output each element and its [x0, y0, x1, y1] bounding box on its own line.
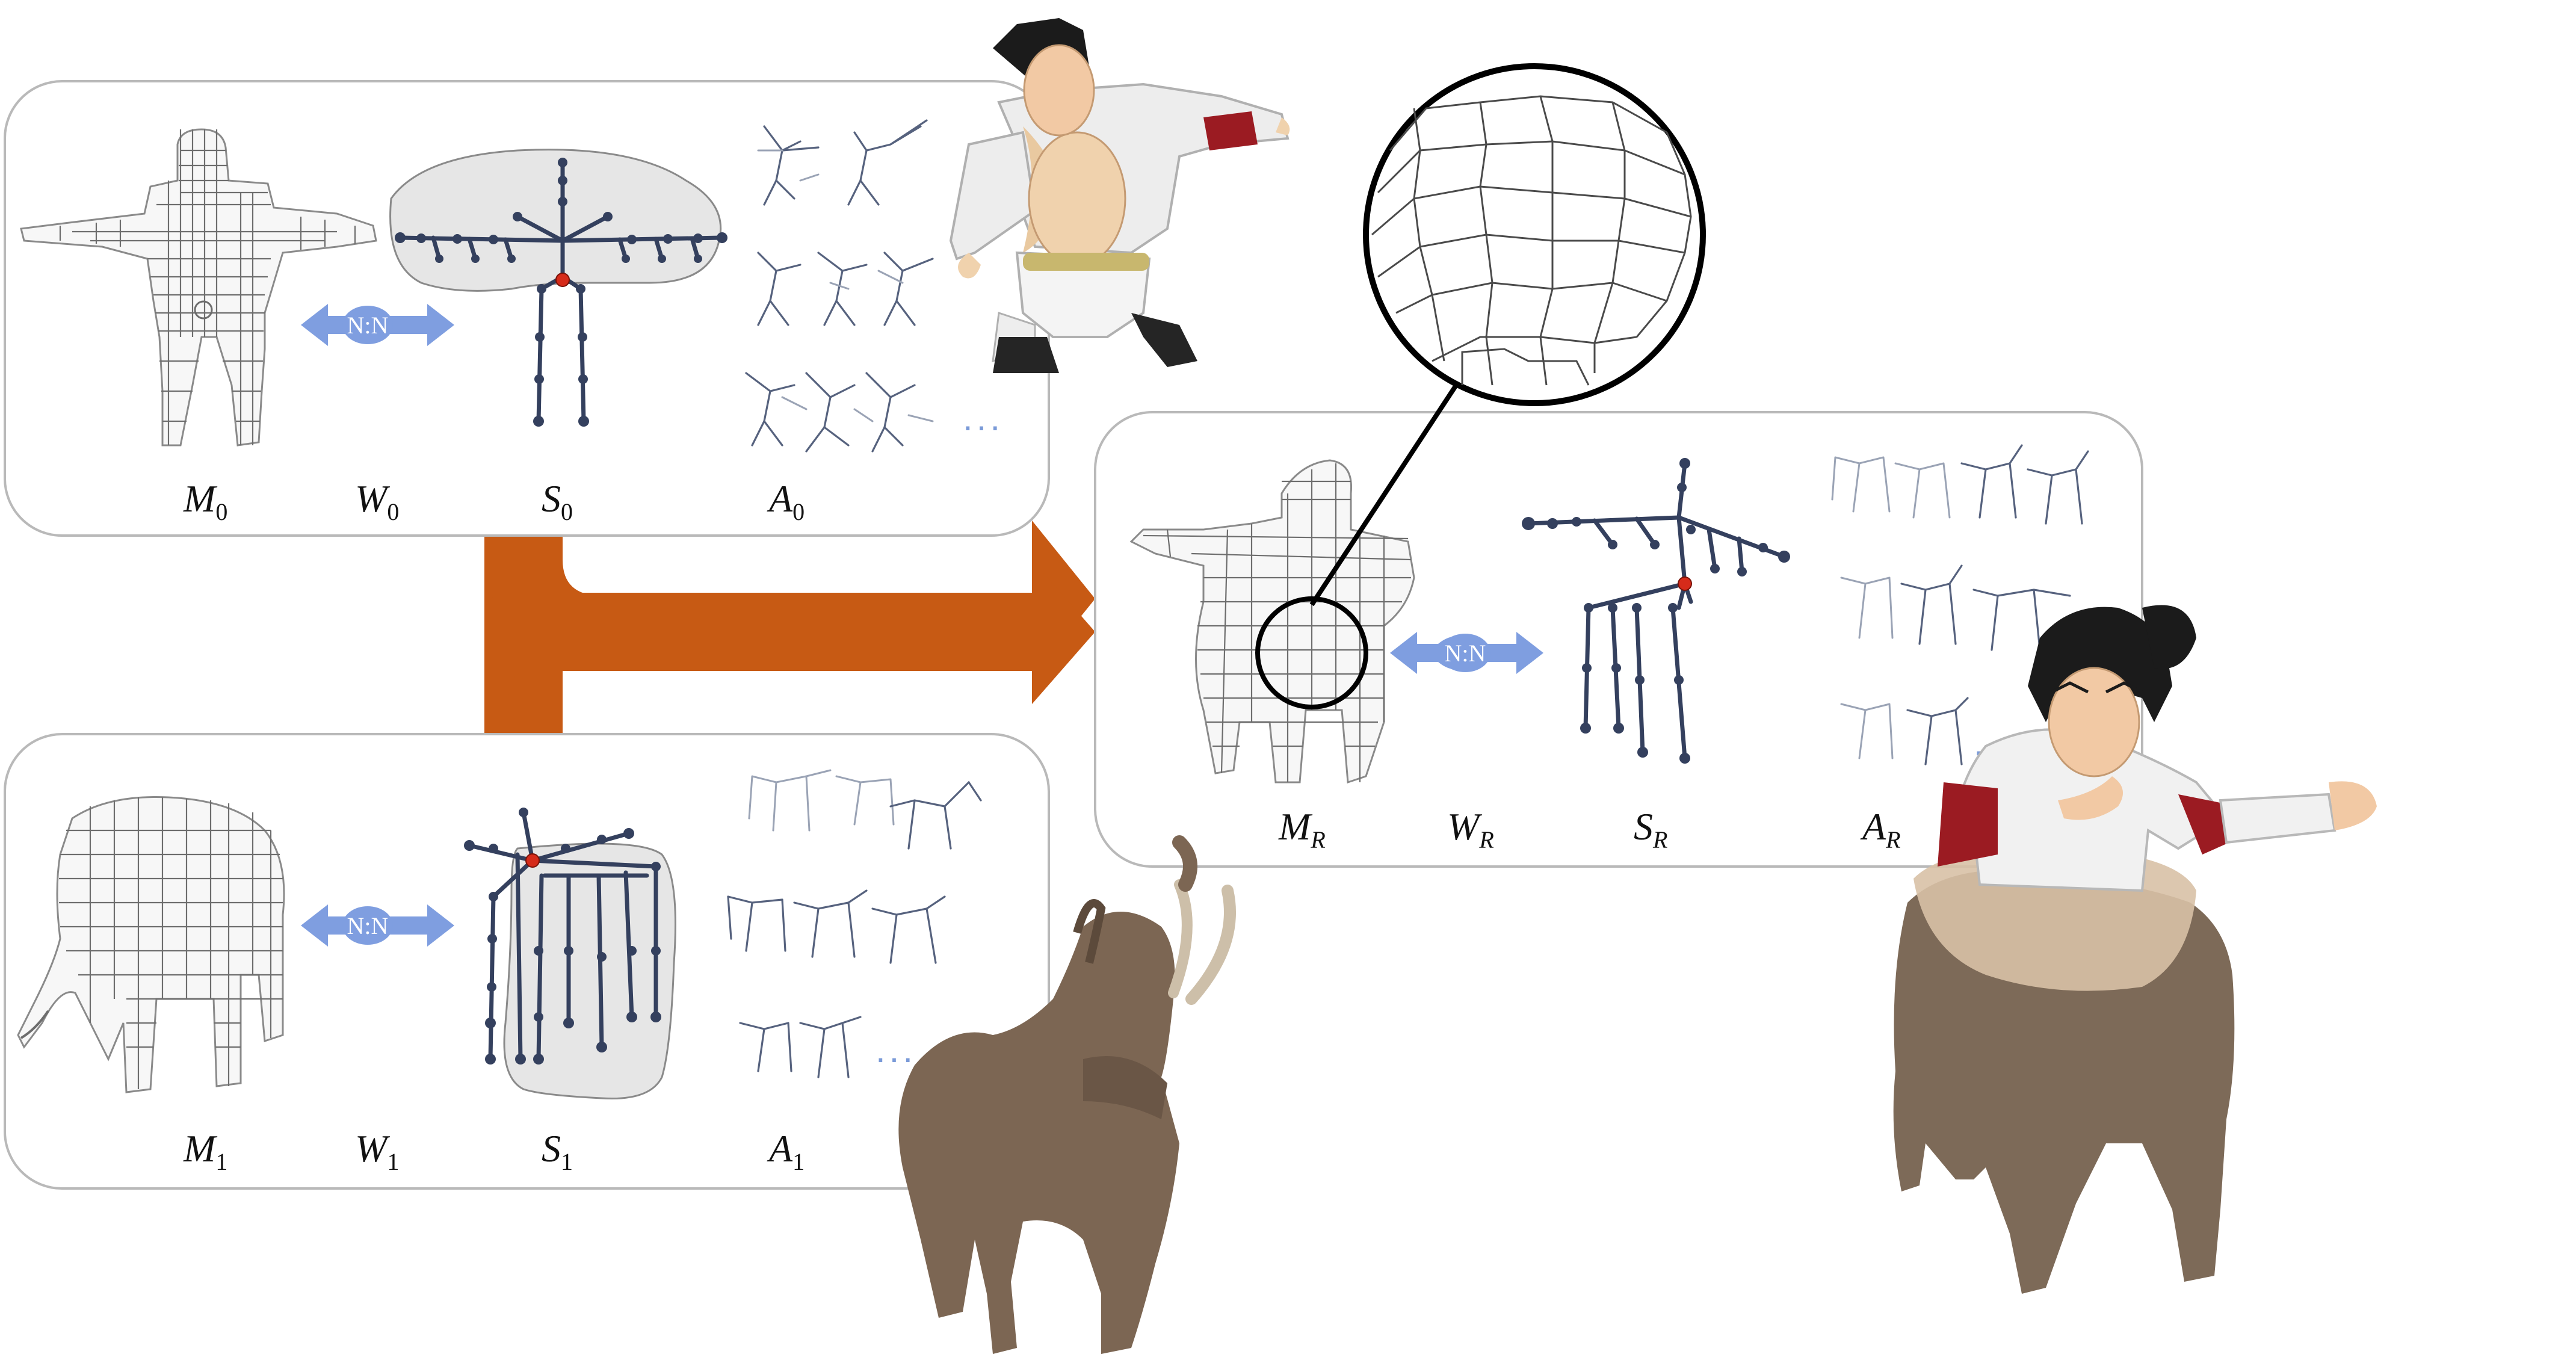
result-panel: N:N	[1094, 63, 2143, 868]
mesh-m0-wireframe	[20, 128, 377, 447]
elephant-render	[898, 835, 1236, 1354]
svg-text:S0: S0	[542, 477, 573, 525]
skeleton-s0	[389, 149, 727, 427]
svg-text:A0: A0	[767, 477, 805, 525]
labels-row-r: MR WR SR AR	[1278, 805, 1901, 853]
labels-row-1: M1 W1 S1 A1	[183, 1127, 805, 1175]
mesh-m1-wireframe	[17, 796, 285, 1093]
svg-text:M1: M1	[183, 1127, 227, 1175]
svg-text:MR: MR	[1278, 805, 1326, 853]
more-animations-0: ...	[963, 398, 1004, 438]
animations-a0: ...	[745, 119, 1004, 453]
merge-arrow-icon	[484, 521, 1095, 746]
mesh-mr-wireframe	[1129, 459, 1415, 784]
svg-text:SR: SR	[1634, 805, 1667, 853]
animations-a1: ...	[727, 769, 982, 1078]
svg-text:W1: W1	[355, 1127, 399, 1175]
svg-text:WR: WR	[1447, 805, 1494, 853]
svg-text:A1: A1	[767, 1127, 805, 1175]
svg-text:S1: S1	[542, 1127, 573, 1175]
source-panel-0: N:N	[4, 80, 1050, 537]
weights-w1-mapping: N:N	[301, 904, 454, 947]
magnifier-circle-icon	[1255, 63, 1706, 709]
mapping-label-0: N:N	[347, 312, 389, 339]
mapping-label-r: N:N	[1445, 640, 1486, 667]
character-render	[949, 18, 1290, 373]
weights-w0-mapping: N:N	[301, 304, 454, 346]
more-animations-1: ...	[876, 1030, 916, 1070]
labels-row-0: M0 W0 S0 A0	[183, 477, 805, 525]
mapping-label-1: N:N	[347, 912, 389, 939]
source-panel-1: N:N	[4, 733, 1050, 1190]
centaur-render	[1893, 605, 2377, 1294]
svg-text:M0: M0	[183, 477, 227, 525]
skeleton-s1	[464, 808, 676, 1100]
svg-text:AR: AR	[1860, 805, 1901, 853]
weights-wr-mapping: N:N	[1390, 632, 1543, 674]
skeleton-sr	[1522, 458, 1790, 764]
svg-text:W0: W0	[355, 477, 399, 525]
